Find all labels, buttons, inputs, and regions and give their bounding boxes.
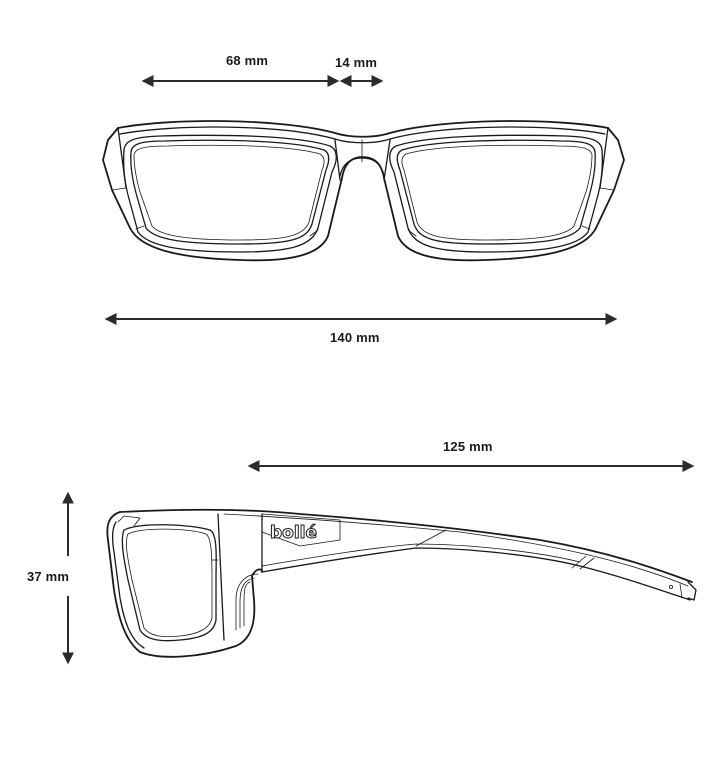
temple-length-label: 125 mm — [443, 439, 493, 454]
lens-width-label: 68 mm — [226, 53, 269, 68]
bridge-width-label: 14 mm — [335, 55, 378, 70]
glasses-side-view: bollé — [106, 508, 697, 658]
glasses-front-view — [102, 120, 625, 262]
lens-height-label: 37 mm — [27, 569, 70, 584]
brand-logo: bollé — [270, 523, 317, 543]
total-width-label: 140 mm — [330, 330, 380, 345]
